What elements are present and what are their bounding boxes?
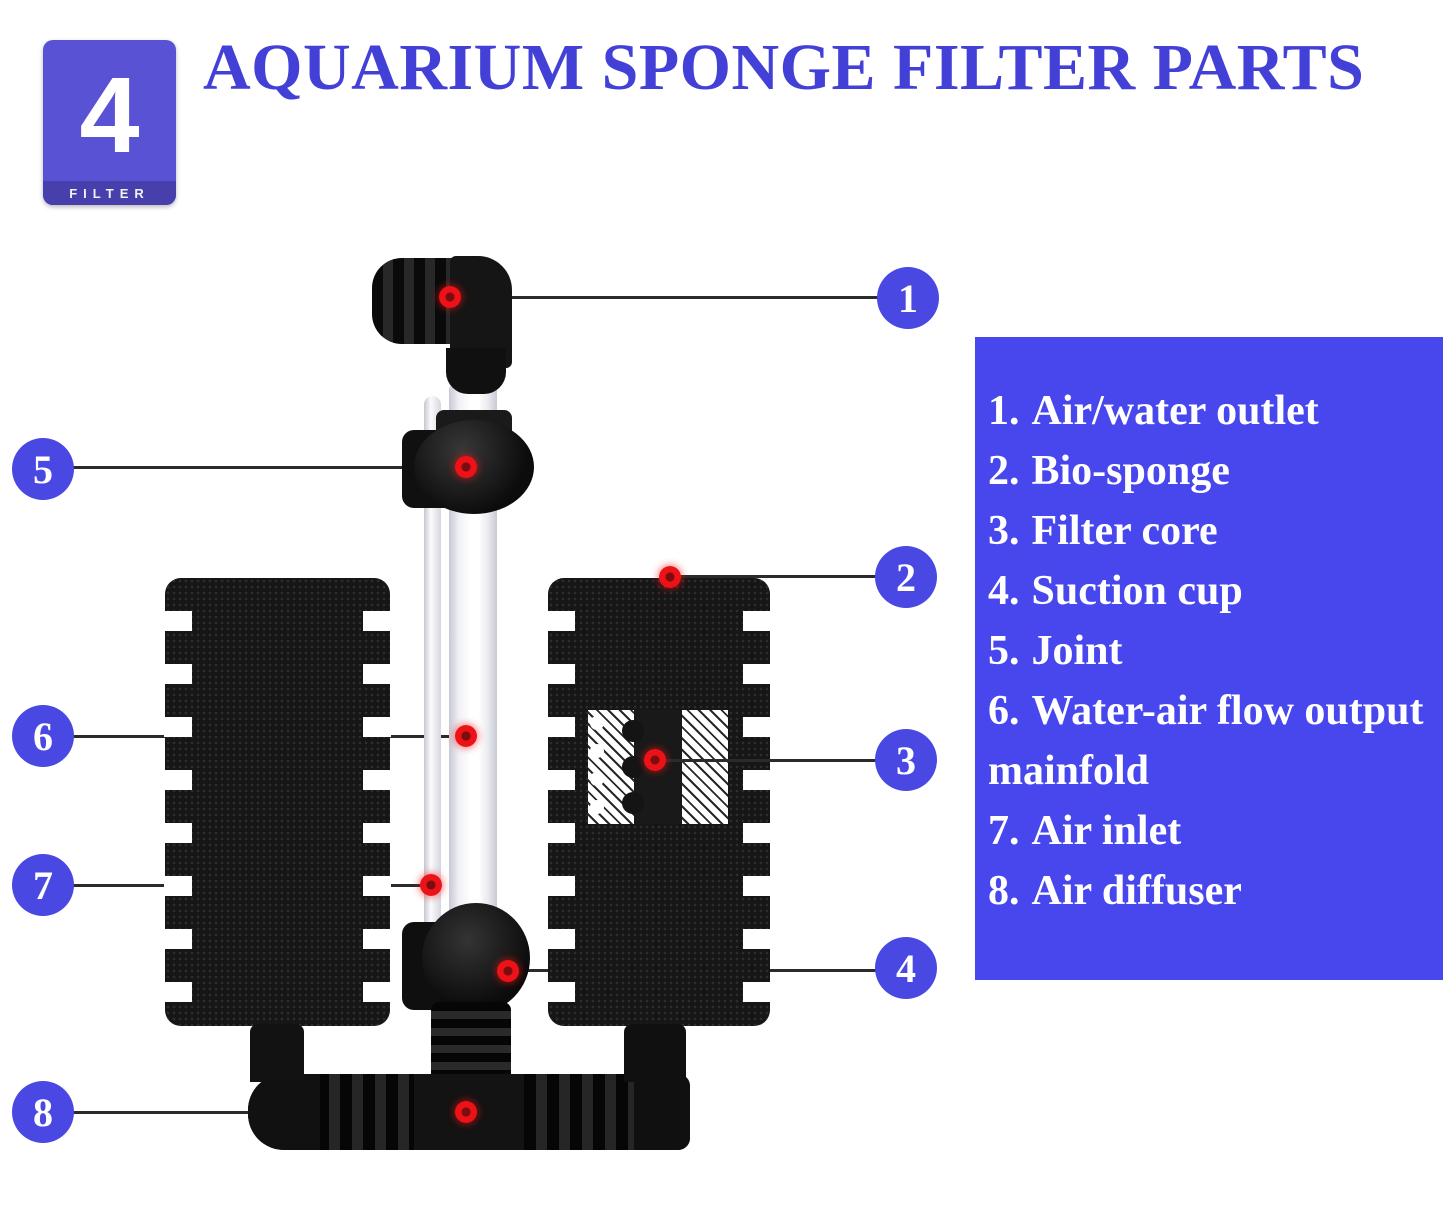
legend-item-label: Joint — [1031, 628, 1123, 674]
legend-item-1: 1.Air/water outlet — [988, 381, 1435, 441]
legend-item-number: 3. — [988, 508, 1020, 554]
core-hole — [590, 744, 604, 758]
leader-line-2 — [670, 575, 877, 578]
legend-item-label: Water-air flow output mainfold — [988, 688, 1424, 794]
diffuser-left-elbow — [248, 1074, 320, 1150]
callout-circle-1: 1 — [877, 267, 939, 329]
legend-item-label: Suction cup — [1031, 568, 1243, 614]
core-hole — [590, 716, 604, 730]
callout-circle-2: 2 — [875, 546, 937, 608]
leader-line-1 — [450, 296, 880, 299]
left-sponge-riser — [250, 1024, 304, 1082]
callout-circle-5: 5 — [12, 438, 74, 500]
diffuser-right-elbow — [634, 1074, 690, 1150]
core-hole — [622, 720, 644, 742]
airline-tube — [424, 396, 441, 944]
callout-circle-8: 8 — [12, 1081, 74, 1143]
callout-dot-1 — [439, 286, 461, 308]
legend-item-label: Bio-sponge — [1031, 448, 1230, 494]
sponge-groove-right — [363, 578, 391, 1026]
legend-item-8: 8.Air diffuser — [988, 861, 1435, 921]
suction-cup-tee — [422, 903, 530, 1013]
sponge-groove-right — [743, 578, 771, 1026]
legend-item-number: 1. — [988, 388, 1020, 434]
core-hole — [590, 800, 604, 814]
leader-line-5 — [72, 466, 467, 469]
outlet-taper — [446, 348, 506, 394]
callout-dot-4 — [497, 960, 519, 982]
left-bio-sponge — [164, 578, 391, 1026]
legend-item-6: 6.Water-air flow output mainfold — [988, 681, 1435, 801]
core-hole — [622, 756, 644, 778]
callout-dot-6 — [455, 725, 477, 747]
parts-legend-panel: 1.Air/water outlet 2.Bio-sponge 3.Filter… — [975, 337, 1443, 980]
sponge-groove-left — [164, 578, 192, 1026]
brand-badge: 4 FILTER — [43, 40, 176, 205]
right-sponge-riser — [624, 1024, 686, 1082]
callout-dot-2 — [659, 566, 681, 588]
callout-circle-7: 7 — [12, 854, 74, 916]
legend-item-label: Air/water outlet — [1031, 388, 1319, 434]
legend-item-number: 4. — [988, 568, 1020, 614]
callout-dot-3 — [644, 749, 666, 771]
callout-dot-8 — [455, 1101, 477, 1123]
core-hole — [590, 772, 604, 786]
legend-item-7: 7.Air inlet — [988, 801, 1435, 861]
badge-number: 4 — [79, 54, 140, 175]
leader-line-3 — [655, 759, 877, 762]
callout-dot-7 — [420, 874, 442, 896]
legend-item-3: 3.Filter core — [988, 501, 1435, 561]
sponge-groove-left — [547, 578, 575, 1026]
legend-item-number: 5. — [988, 628, 1020, 674]
legend-item-number: 2. — [988, 448, 1020, 494]
legend-item-2: 2.Bio-sponge — [988, 441, 1435, 501]
page-title: AQUARIUM SPONGE FILTER PARTS — [203, 31, 1365, 104]
legend-item-number: 7. — [988, 808, 1020, 854]
manifold-connector — [431, 1002, 511, 1084]
callout-circle-3: 3 — [875, 729, 937, 791]
legend-item-5: 5.Joint — [988, 621, 1435, 681]
callout-circle-4: 4 — [875, 937, 937, 999]
callout-dot-5 — [455, 456, 477, 478]
legend-item-label: Air diffuser — [1031, 868, 1242, 914]
badge-caption: FILTER — [43, 181, 176, 205]
legend-item-4: 4.Suction cup — [988, 561, 1435, 621]
core-hole — [622, 792, 644, 814]
legend-item-number: 6. — [988, 688, 1020, 734]
callout-circle-6: 6 — [12, 705, 74, 767]
legend-item-number: 8. — [988, 868, 1020, 914]
sponge-texture — [165, 578, 390, 1026]
legend-item-label: Air inlet — [1031, 808, 1182, 854]
legend-item-label: Filter core — [1031, 508, 1218, 554]
